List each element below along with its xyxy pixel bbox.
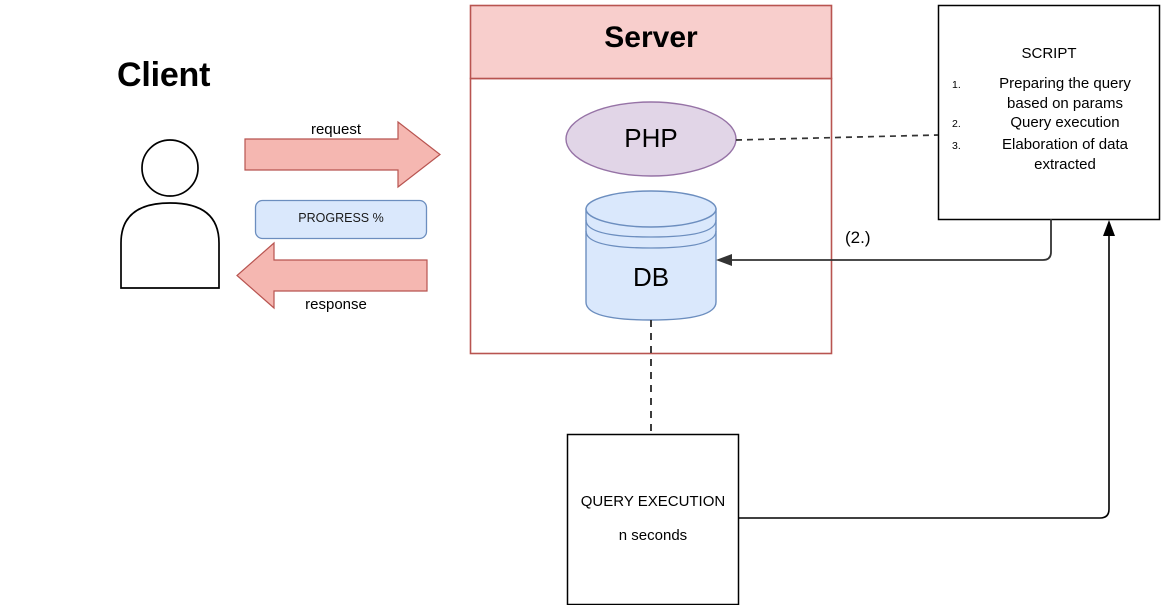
progress-badge[interactable] bbox=[254, 199, 428, 240]
script-step-text: Query execution bbox=[1010, 114, 1120, 131]
script-step-list: 1. Preparing the query based on params 2… bbox=[952, 74, 1152, 174]
script-step-number: 3. bbox=[952, 140, 961, 152]
query-execution-title: QUERY EXECUTION bbox=[580, 493, 726, 510]
php-label: PHP bbox=[624, 123, 678, 153]
response-arrow-label: response bbox=[305, 296, 367, 313]
server-title: Server bbox=[604, 21, 698, 54]
progress-badge-label: PROGRESS % bbox=[298, 211, 384, 225]
request-arrow bbox=[244, 120, 441, 189]
edge-query-execution-to-script bbox=[739, 232, 1110, 519]
script-step-text: Preparing the query based on params bbox=[999, 75, 1131, 112]
edge-php-to-script bbox=[735, 134, 939, 141]
db-label: DB bbox=[632, 262, 670, 292]
script-step-text: Elaboration of data extracted bbox=[1002, 136, 1128, 173]
client-title: Client bbox=[117, 56, 211, 94]
db-node[interactable] bbox=[585, 190, 717, 321]
script-step-item: 2. Query execution bbox=[952, 113, 1152, 135]
request-arrow-label: request bbox=[310, 121, 362, 138]
edge-script-to-db-arrowhead bbox=[716, 254, 732, 266]
php-node[interactable] bbox=[565, 101, 737, 177]
person-icon bbox=[120, 139, 220, 289]
server-header bbox=[469, 4, 833, 80]
query-execution-box[interactable] bbox=[566, 433, 740, 605]
response-arrow bbox=[236, 241, 428, 310]
query-execution-subtitle: n seconds bbox=[618, 527, 688, 544]
step-2-edge-label: (2.) bbox=[845, 228, 871, 247]
script-box[interactable] bbox=[937, 4, 1161, 221]
script-step-item: 1. Preparing the query based on params bbox=[952, 74, 1152, 113]
script-step-number: 2. bbox=[952, 118, 961, 130]
script-box-title: SCRIPT bbox=[1021, 45, 1077, 62]
script-step-number: 1. bbox=[952, 79, 961, 91]
script-step-item: 3. Elaboration of data extracted bbox=[952, 135, 1152, 174]
edge-query-execution-to-script-arrowhead bbox=[1103, 220, 1115, 236]
edge-script-to-db bbox=[728, 219, 1052, 261]
